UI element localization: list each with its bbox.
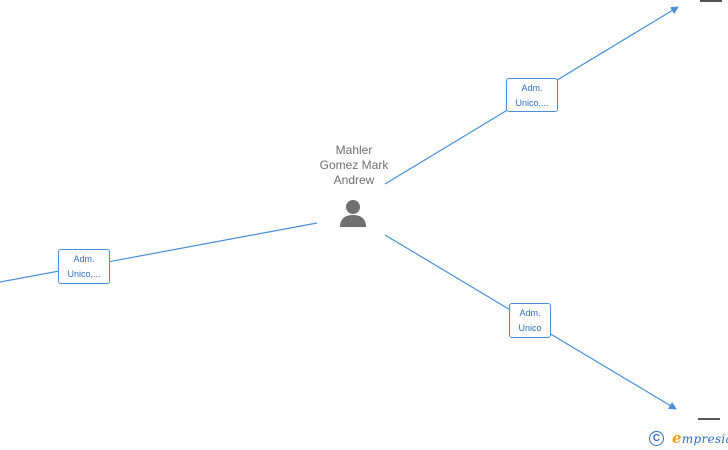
role-label-bottom[interactable]: Adm. Unico [509,303,551,338]
role-label-left[interactable]: Adm. Unico,... [58,249,110,284]
person-name-line-3: Andrew [333,173,375,187]
copyright-icon: C [649,430,664,446]
person-silhouette-icon[interactable] [337,198,369,230]
role-label-left-line-1: Adm. [73,254,95,264]
role-label-bottom-line-2: Unico [518,323,542,333]
brand-logo-initial: e [672,429,682,447]
person-name-line-1: Mahler [335,143,373,157]
edge-from-left-company [0,222,318,283]
person-name-label[interactable]: Mahler Gomez Mark Andrew [304,143,404,188]
role-label-top-line-2: Unico,... [515,98,549,108]
role-label-bottom-line-1: Adm. [519,308,541,318]
brand-logo-text: mpresia [681,432,728,446]
offscreen-company-node-bottom[interactable] [698,418,720,420]
offscreen-company-node-top[interactable] [700,0,722,2]
role-label-top[interactable]: Adm. Unico,... [506,78,558,112]
person-name-line-2: Gomez Mark [319,158,389,172]
role-label-left-line-2: Unico,... [67,269,101,279]
footer-brand: C empresia [649,428,728,448]
brand-logo[interactable]: empresia [672,429,728,447]
role-label-top-line-1: Adm. [521,83,543,93]
